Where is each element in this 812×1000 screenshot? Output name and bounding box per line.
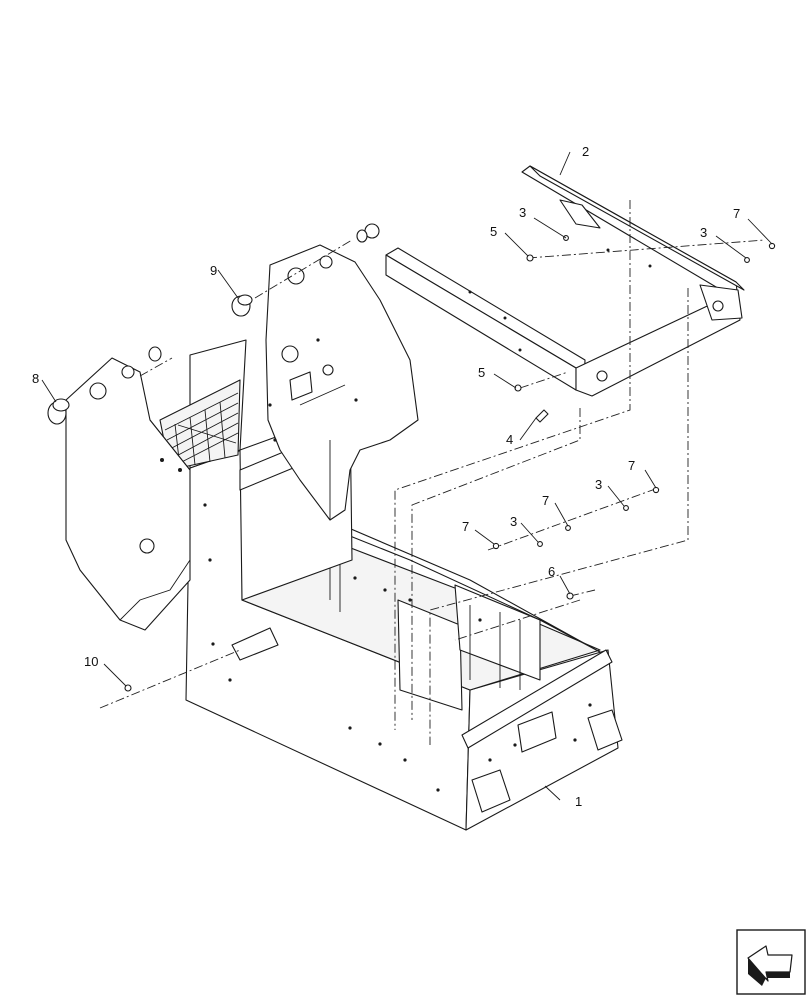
left-upright-plate (65, 357, 191, 631)
callout-5a: 5 (490, 224, 497, 239)
right-upright-plate (265, 244, 419, 521)
arrow-icon[interactable] (736, 929, 806, 995)
callout-7c: 7 (542, 493, 549, 508)
callout-3a: 3 (519, 205, 526, 220)
callout-5b: 5 (478, 365, 485, 380)
bushing-item-8 (47, 346, 162, 425)
callout-9: 9 (210, 263, 217, 278)
callout-7d: 7 (462, 519, 469, 534)
callout-8: 8 (32, 371, 39, 386)
callout-4: 4 (506, 432, 513, 447)
phantom-lines (99, 200, 766, 745)
crossbar-item-2 (385, 165, 745, 397)
callout-2: 2 (582, 144, 589, 159)
callout-3b: 3 (700, 225, 707, 240)
callout-3c: 3 (595, 477, 602, 492)
callout-labels: 1 2 3 3 3 3 4 5 5 6 7 7 7 7 8 9 10 (32, 144, 740, 809)
bushing-item-9 (231, 223, 380, 317)
callout-6: 6 (548, 564, 555, 579)
callout-1: 1 (575, 794, 582, 809)
leader-lines (41, 151, 773, 801)
callout-10: 10 (84, 654, 98, 669)
fasteners (124, 235, 776, 692)
callout-3d: 3 (510, 514, 517, 529)
callout-7a: 7 (733, 206, 740, 221)
callout-7b: 7 (628, 458, 635, 473)
